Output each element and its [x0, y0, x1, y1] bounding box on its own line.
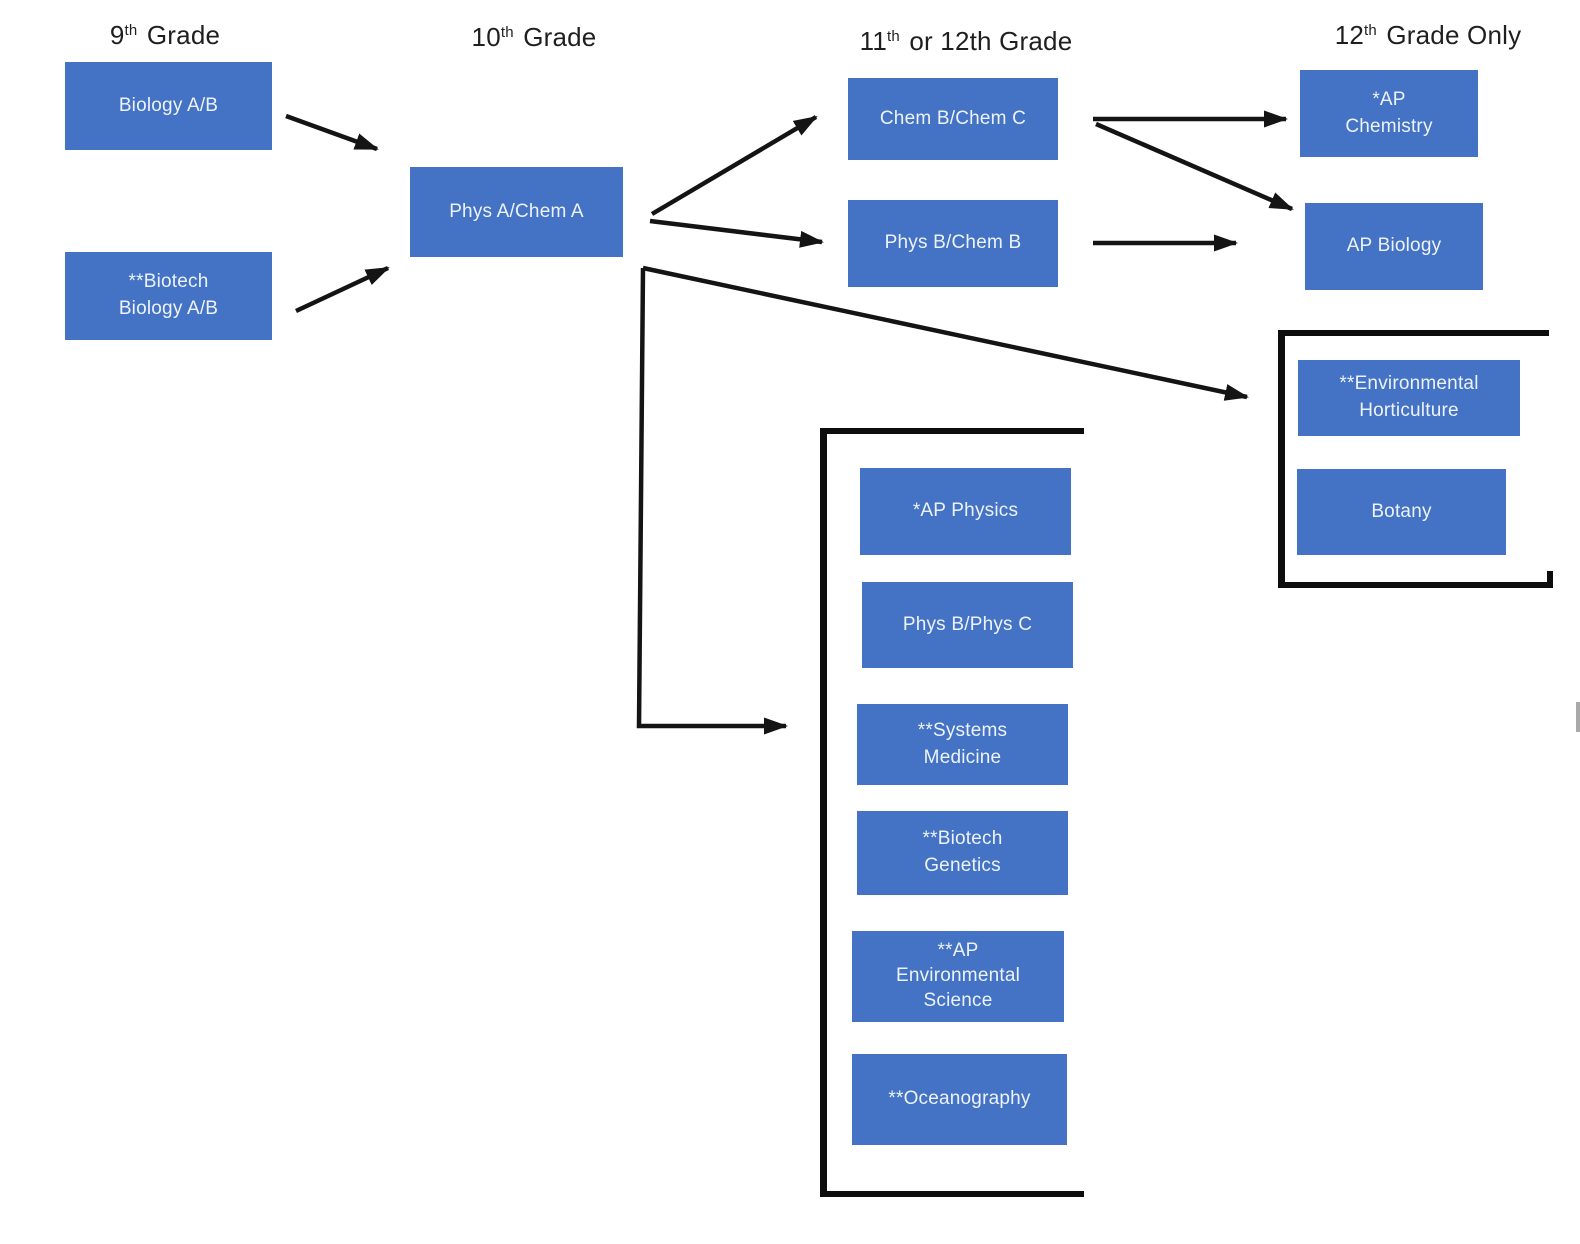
arrow-biology-to-phys-a-chem-a [285, 113, 379, 152]
course-box-phys-a-chem-a: Phys A/Chem A [410, 167, 623, 257]
course-label: **Oceanography [888, 1088, 1031, 1110]
course-box-ap-biology: AP Biology [1305, 203, 1483, 290]
course-label: **AP Environmental Science [895, 940, 1021, 1011]
header-ordinal-suffix: th [124, 22, 138, 39]
course-box-ap-physics: *AP Physics [860, 468, 1071, 555]
course-label: Phys B/Phys C [902, 613, 1033, 635]
header-ordinal-suffix: th [500, 24, 514, 41]
course-label: **Environmental Horticulture [1339, 373, 1479, 421]
course-box-environmental-horticulture: **Environmental Horticulture [1298, 360, 1520, 436]
column-header-11th-or-12th-grade: 11th or 12th Grade [816, 26, 1116, 57]
course-box-botany: Botany [1297, 469, 1506, 555]
column-header-10th-grade: 10th Grade [434, 22, 634, 53]
header-number: 10 [471, 22, 501, 52]
course-label: Chem B/Chem C [879, 107, 1027, 129]
header-number: 12 [1334, 20, 1365, 50]
course-label: AP Biology [1346, 235, 1442, 257]
course-label: Phys A/Chem A [449, 200, 584, 222]
horticulture-group-frame [1278, 330, 1549, 588]
horticulture-group-corner-stub [1547, 571, 1553, 588]
header-number: 11 [859, 26, 887, 56]
electives-group-frame [820, 428, 1084, 1197]
course-label: *AP Physics [912, 500, 1019, 522]
arrow-biotech-biology-to-phys-a-chem-a [295, 265, 390, 314]
course-label: Phys B/Chem B [884, 232, 1022, 254]
arrow-phys-a-chem-a-to-horticulture-group [642, 265, 1249, 401]
header-text: Grade [515, 22, 597, 52]
header-text: or 12th Grade [901, 26, 1073, 56]
course-label: Biology A/B [118, 94, 219, 116]
arrow-phys-a-chem-a-to-phys-b-chem-b [649, 218, 824, 248]
header-ordinal-suffix: th [887, 28, 900, 45]
course-label: *AP Chemistry [1345, 88, 1433, 137]
header-text: Grade [139, 20, 221, 50]
course-box-phys-b-chem-b: Phys B/Chem B [848, 200, 1058, 287]
course-label: **Systems Medicine [917, 719, 1008, 768]
course-box-phys-b-phys-c: Phys B/Phys C [862, 582, 1073, 668]
column-header-9th-grade: 9th Grade [65, 20, 265, 51]
header-ordinal-suffix: th [1364, 22, 1377, 39]
course-label: **Biotech Genetics [922, 828, 1003, 876]
clipped-edge-fragment [1576, 702, 1580, 732]
course-box-biotech-genetics: **Biotech Genetics [857, 811, 1068, 895]
column-header-12th-grade-only: 12th Grade Only [1278, 20, 1578, 51]
course-box-systems-medicine: **Systems Medicine [857, 704, 1068, 785]
course-box-biotech-biology-ab: **Biotech Biology A/B [65, 252, 272, 340]
arrow-phys-a-chem-a-to-electives-group [636, 267, 788, 735]
arrow-phys-a-chem-a-to-chem-b-chem-c [650, 115, 818, 216]
course-label: **Biotech Biology A/B [118, 271, 219, 319]
arrow-chem-b-chem-c-to-ap-biology [1095, 121, 1294, 212]
header-number: 9 [109, 20, 125, 50]
course-box-biology-ab: Biology A/B [65, 62, 272, 150]
course-box-chem-b-chem-c: Chem B/Chem C [848, 78, 1058, 160]
course-box-oceanography: **Oceanography [852, 1054, 1067, 1145]
course-box-ap-environmental-science: **AP Environmental Science [852, 931, 1064, 1022]
header-text: Grade Only [1378, 20, 1522, 50]
course-label: Botany [1371, 500, 1432, 522]
course-box-ap-chemistry: *AP Chemistry [1300, 70, 1478, 157]
